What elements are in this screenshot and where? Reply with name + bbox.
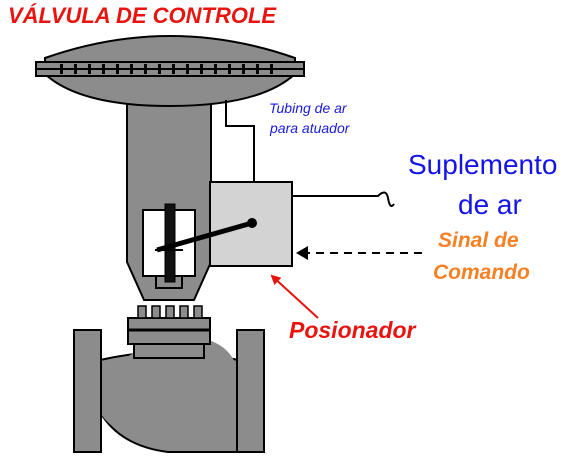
air-supply-line — [292, 191, 395, 207]
positioner-label: Posionador — [289, 317, 416, 343]
linkage-pivot — [247, 218, 257, 228]
command-signal-arrowhead — [296, 246, 308, 260]
tubing-label-line2: para atuador — [270, 120, 350, 136]
page-title: VÁLVULA DE CONTROLE — [8, 3, 277, 28]
feedback-linkage — [156, 220, 253, 253]
command-signal-label-line2: Comando — [433, 261, 530, 284]
air-supply-label-line1: Suplemento — [408, 149, 558, 180]
air-supply-label-line2: de ar — [458, 189, 522, 220]
actuator-tubing-line — [225, 100, 255, 182]
actuator-yoke — [126, 97, 212, 301]
inlet-flange — [73, 329, 102, 453]
tubing-label-line1: Tubing de ar — [269, 100, 347, 116]
diaphragm-housing — [35, 35, 305, 108]
command-signal-label-line1: Sinal de — [438, 229, 519, 252]
valve-body — [73, 329, 265, 453]
positioner-pointer-arrow — [270, 274, 319, 319]
bonnet-flange — [127, 305, 211, 345]
outlet-flange — [236, 329, 265, 453]
